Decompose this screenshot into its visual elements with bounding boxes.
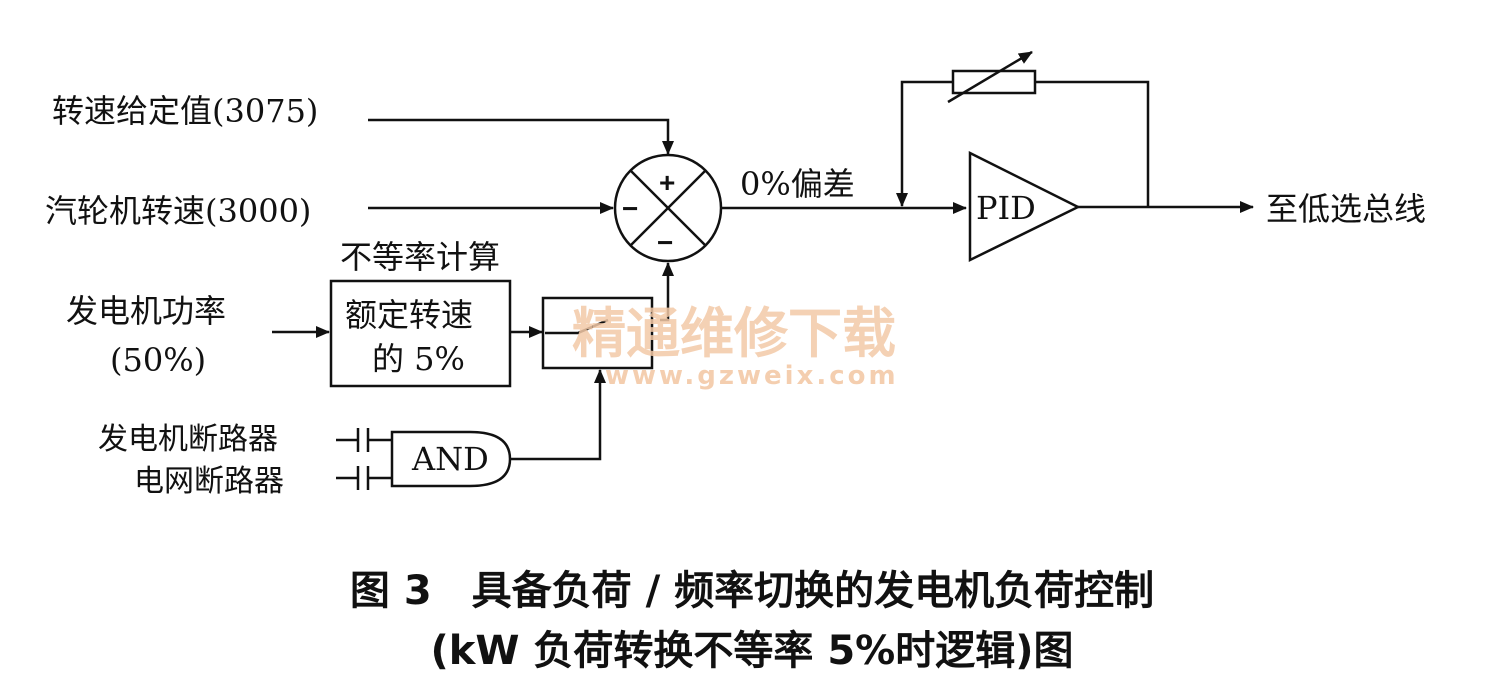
- error-signal-label: 0%偏差: [740, 165, 855, 203]
- generator-breaker-label: 发电机断路器: [98, 422, 278, 457]
- feedback-line-left: [896, 80, 953, 207]
- grid-breaker-contact: [336, 466, 392, 490]
- pid-block: [968, 150, 1081, 263]
- setpoint-signal-line: [368, 118, 674, 155]
- droop-text-line1: 额定转速: [345, 296, 473, 334]
- figure-caption-line2: (kW 负荷转换不等率 5%时逻辑)图: [430, 628, 1073, 674]
- switch-contact: [545, 318, 609, 335]
- figure-caption-line1: 图 3 具备负荷 / 频率切换的发电机负荷控制: [350, 568, 1154, 614]
- turbine-speed-label: 汽轮机转速(3000): [45, 192, 311, 230]
- variable-resistor-arrow: [947, 50, 1033, 104]
- output-label: 至低选总线: [1266, 190, 1426, 228]
- minus-sign-bottom: −: [657, 227, 673, 258]
- and-gate: [390, 430, 512, 488]
- droop-text-line2: 的 5%: [372, 340, 465, 378]
- watermark-url: www.gzweix.com: [605, 361, 899, 391]
- minus-sign-left: −: [622, 193, 638, 224]
- speed-setpoint-label: 转速给定值(3075): [52, 92, 318, 130]
- summing-junction: + − −: [613, 153, 723, 263]
- droop-title: 不等率计算: [340, 238, 500, 276]
- grid-breaker-label: 电网断路器: [134, 464, 284, 499]
- droop-block: [329, 279, 512, 388]
- and-gate-label: AND: [411, 440, 489, 478]
- watermark-text: 精通维修下载: [572, 302, 896, 365]
- and-output-line: [510, 369, 606, 461]
- feedback-line-right: [1035, 80, 1150, 207]
- generator-power-label: 发电机功率: [66, 292, 226, 330]
- pid-label: PID: [976, 189, 1036, 227]
- generator-power-value: (50%): [110, 341, 206, 379]
- switch-output-line: [660, 262, 674, 322]
- generator-breaker-contact: [336, 428, 392, 452]
- plus-sign: +: [659, 167, 675, 198]
